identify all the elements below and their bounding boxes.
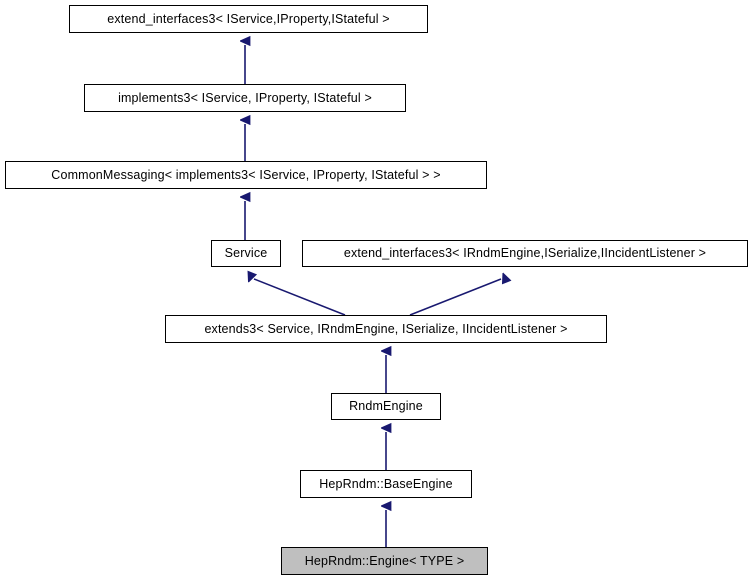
node-extends3[interactable]: extends3< Service, IRndmEngine, ISeriali… [165,315,607,343]
node-hep-rndm-base-engine[interactable]: HepRndm::BaseEngine [300,470,472,498]
edge-extends3-to-extend-interfaces3-rndm [409,279,501,316]
node-service[interactable]: Service [211,240,281,267]
node-hep-rndm-engine-type[interactable]: HepRndm::Engine< TYPE > [281,547,488,575]
edge-extends3-to-service [254,279,346,316]
node-implements3[interactable]: implements3< IService, IProperty, IState… [84,84,406,112]
node-rndm-engine[interactable]: RndmEngine [331,393,441,420]
node-extend-interfaces3-irndmengine[interactable]: extend_interfaces3< IRndmEngine,ISeriali… [302,240,748,267]
node-common-messaging[interactable]: CommonMessaging< implements3< IService, … [5,161,487,189]
node-extend-interfaces3-iservice[interactable]: extend_interfaces3< IService,IProperty,I… [69,5,428,33]
